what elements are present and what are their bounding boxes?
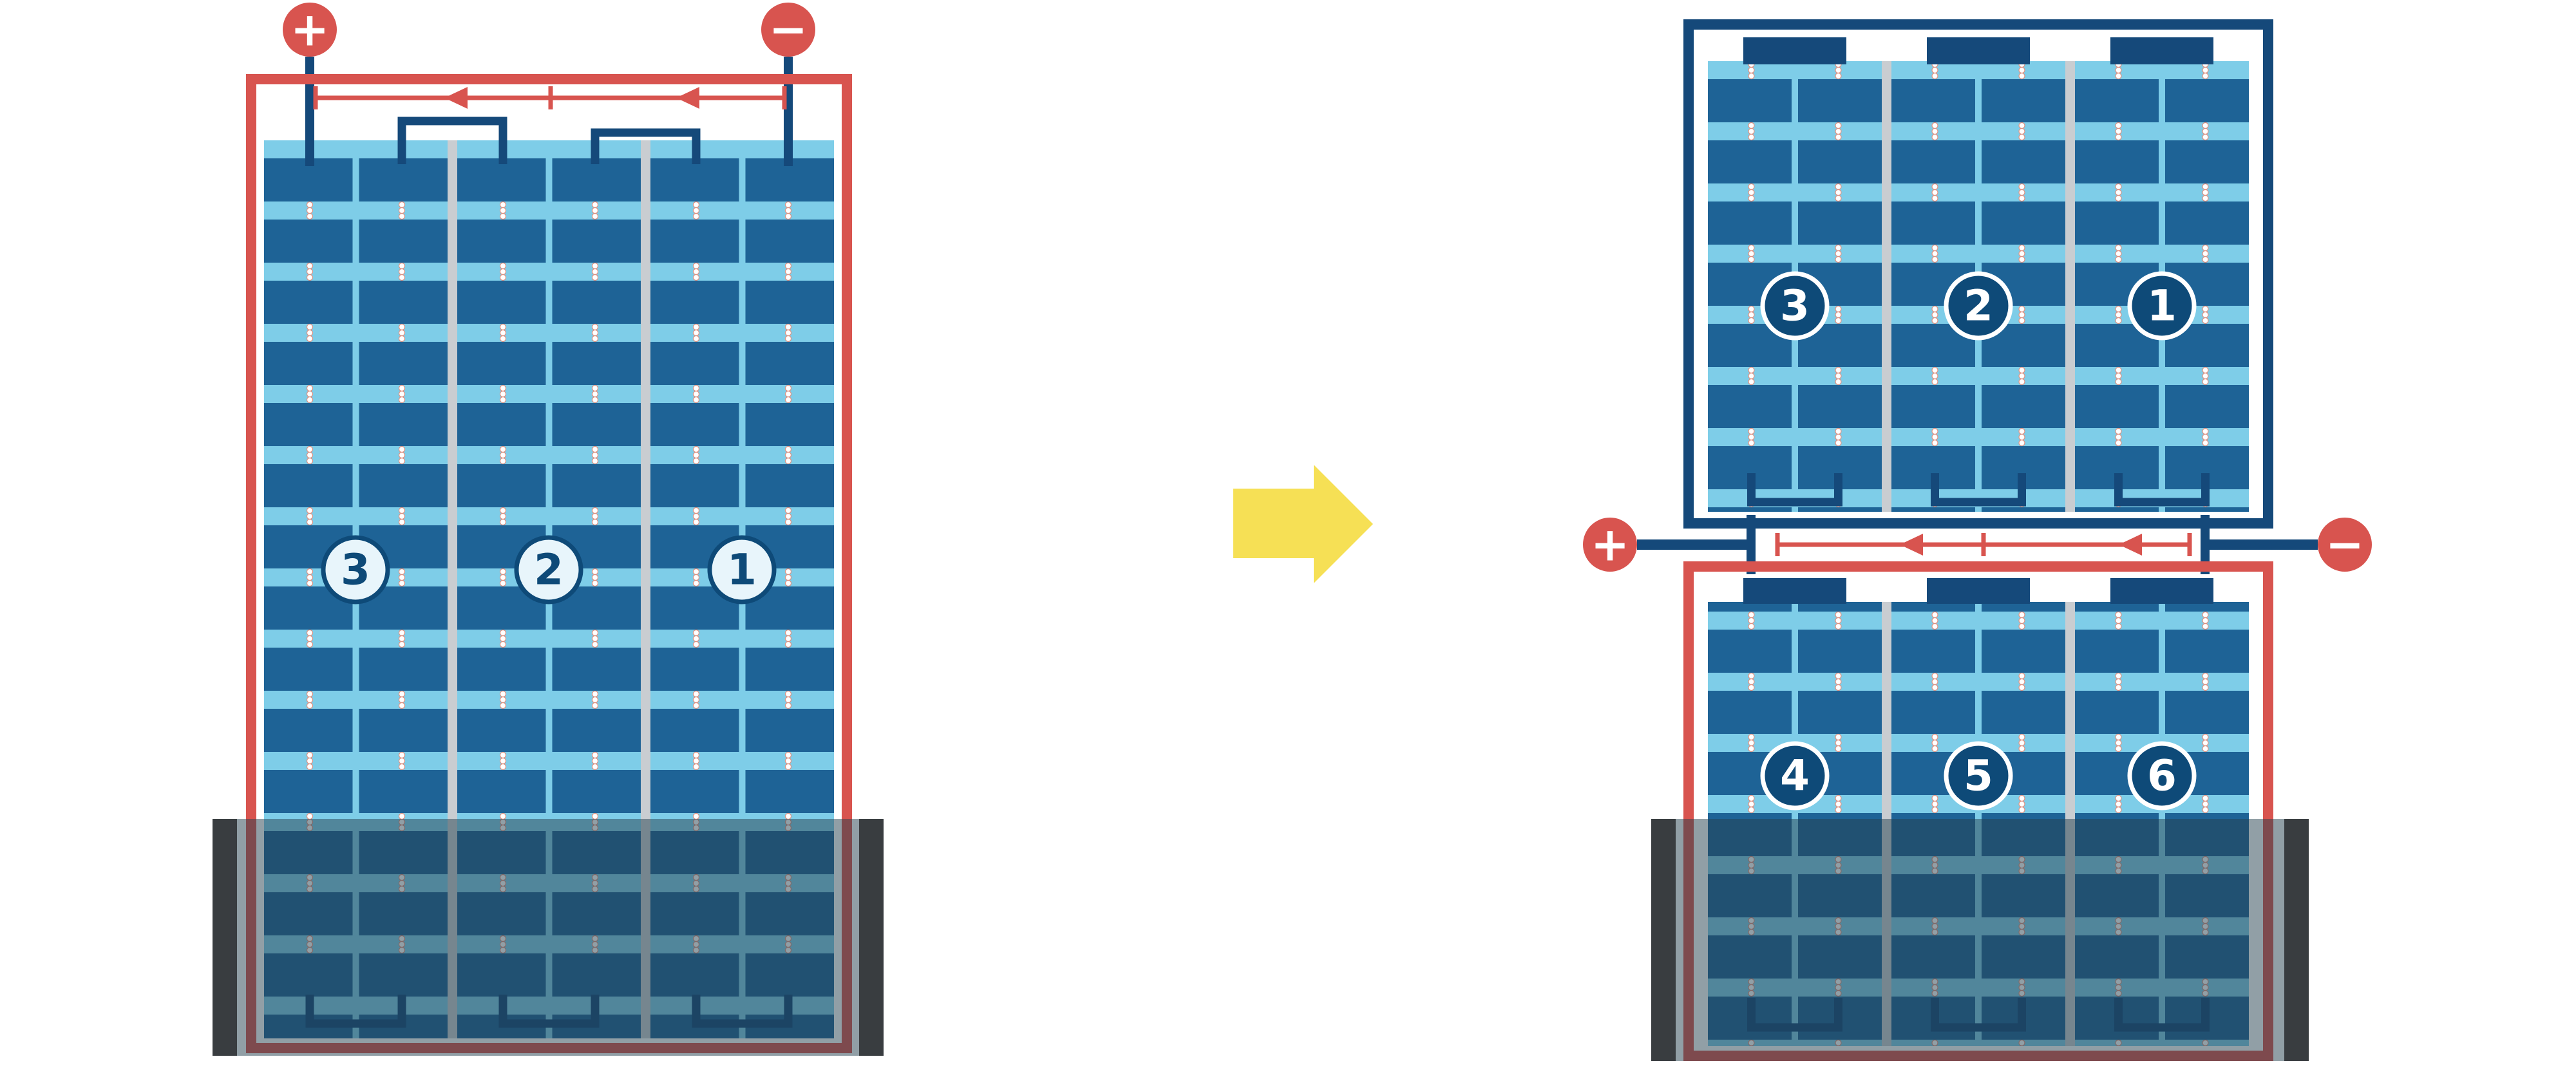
left-plus-terminal: + (283, 2, 337, 57)
string-number: 5 (1964, 751, 1993, 800)
string-badge: 2 (1944, 271, 2013, 341)
shade-bar-right (2284, 819, 2309, 1061)
string-number: 2 (1964, 281, 1993, 330)
shade-overlay (237, 819, 859, 1056)
string-bracket-icon (397, 117, 507, 164)
right-figure: 3 2 1 (1583, 19, 2372, 1061)
junction-current-flow-arrows (1775, 533, 2192, 556)
shade-bar-left (1651, 819, 1676, 1061)
string-badge: 1 (707, 535, 777, 604)
string-badge: 3 (321, 535, 390, 604)
top-header-busbars (1743, 37, 2213, 64)
left-minus-terminal: − (761, 2, 815, 57)
top-string-badges: 3 2 1 (1760, 271, 2197, 341)
string-number: 3 (341, 545, 370, 594)
string-number: 3 (1780, 281, 1810, 330)
string-number: 6 (2147, 751, 2177, 800)
right-minus-terminal: − (2318, 517, 2372, 572)
shade-bar-left (213, 819, 237, 1056)
plus-icon: + (290, 2, 329, 56)
plus-icon: + (1591, 517, 1629, 571)
transform-arrow-icon (1233, 465, 1373, 583)
string-badge: 5 (1944, 741, 2013, 810)
shade-bar-right (859, 819, 884, 1056)
junction-busbars (1637, 515, 2318, 574)
right-top-module: 3 2 1 (1683, 19, 2273, 529)
minus-icon: − (2325, 517, 2364, 571)
string-badge: 1 (2127, 271, 2197, 341)
bottom-string-badges: 4 5 6 (1760, 741, 2197, 810)
string-badge: 6 (2127, 741, 2197, 810)
plus-terminal-circle (283, 3, 337, 57)
minus-terminal-circle (761, 3, 815, 57)
string-badge: 3 (1760, 271, 1830, 341)
junction-arrowhead-icon (2119, 534, 2142, 556)
plus-terminal-circle (1583, 518, 1637, 572)
left-figure: + − 3 2 1 (213, 2, 884, 1056)
string-bracket-icon (591, 128, 701, 164)
string-number: 1 (2147, 281, 2177, 330)
string-number: 1 (727, 545, 757, 594)
string-number: 2 (534, 545, 564, 594)
string-badge: 2 (514, 535, 583, 604)
left-top-interconnects (397, 117, 701, 164)
string-badge: 4 (1760, 741, 1830, 810)
bottom-header-busbars (1743, 578, 2213, 604)
junction-arrowhead-icon (1900, 534, 1923, 556)
left-current-flow-arrows (313, 86, 787, 109)
left-string-badges: 3 2 1 (321, 535, 777, 604)
left-arrowhead-icon (676, 87, 699, 109)
shade-overlay (1676, 819, 2284, 1061)
minus-icon: − (769, 2, 808, 56)
string-number: 4 (1780, 751, 1810, 800)
right-plus-terminal: + (1583, 517, 1637, 572)
top-bottom-interconnects (1747, 473, 2210, 507)
minus-terminal-circle (2318, 518, 2372, 572)
left-arrowhead-icon (444, 87, 468, 109)
right-bottom-module: 4 5 6 (1651, 561, 2309, 1061)
right-junction: + − (1583, 515, 2372, 574)
